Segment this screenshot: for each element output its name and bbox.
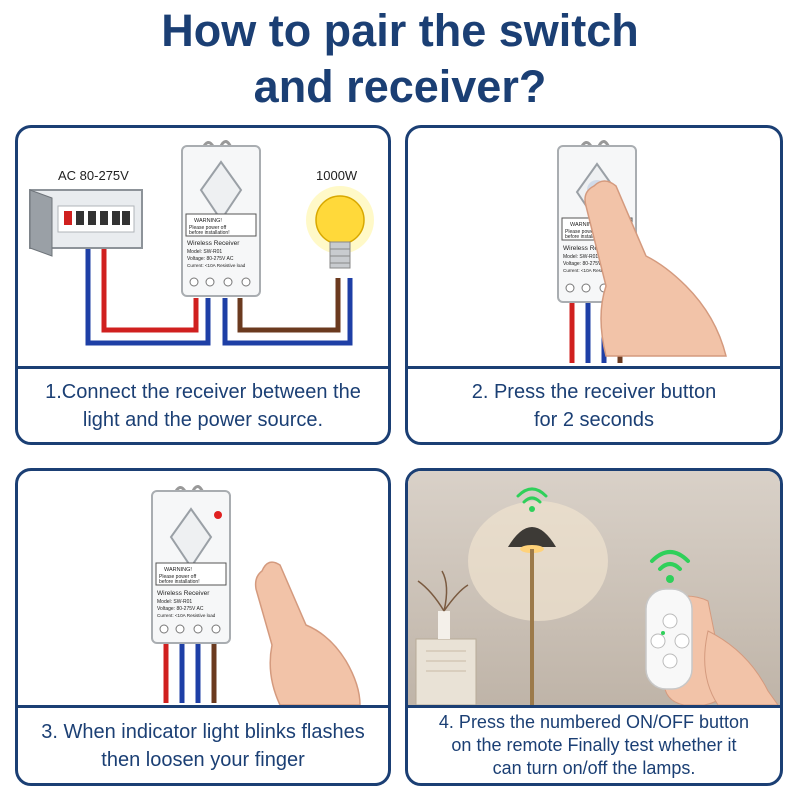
- step-3-illustration: WARNING! Please power off before install…: [151, 485, 361, 705]
- step-1-panel: AC 80-275V WARNING! Please power off bef…: [15, 125, 391, 445]
- svg-text:Current: <10A Resistive load: Current: <10A Resistive load: [187, 263, 246, 268]
- svg-text:Current: <10A Resistive load: Current: <10A Resistive load: [157, 613, 216, 618]
- wiring-diagram: [85, 246, 353, 346]
- svg-text:Model: SW-R01: Model: SW-R01: [563, 254, 598, 260]
- svg-text:WARNING!: WARNING!: [570, 222, 598, 228]
- step-1-caption: 1.Connect the receiver between the light…: [18, 366, 388, 442]
- ac-voltage-label: AC 80-275V: [58, 168, 129, 183]
- svg-text:Current: <10A Resistive load: Current: <10A Resistive load: [563, 268, 622, 273]
- step-4-illustration: [408, 471, 780, 705]
- breaker-box-icon: [29, 189, 143, 257]
- step-2-illustration: WARNING! Please power off before install…: [557, 140, 727, 363]
- svg-text:before installation!: before installation!: [159, 579, 200, 585]
- step-3-caption: 3. When indicator light blinks flashes t…: [18, 705, 388, 783]
- side-table: [415, 570, 477, 705]
- finger-hand-icon: [254, 561, 361, 705]
- wifi-signal-icon: [516, 487, 548, 512]
- lamp-wattage-label: 1000W: [316, 168, 358, 183]
- svg-text:Voltage: 80-275V AC: Voltage: 80-275V AC: [187, 256, 234, 262]
- step-4-caption: 4. Press the numbered ON/OFF button on t…: [408, 705, 780, 783]
- svg-text:Please power off: Please power off: [189, 225, 227, 231]
- svg-text:Wireless Receiver: Wireless Receiver: [157, 590, 210, 597]
- receiver-device: WARNING! Please power off before install…: [181, 140, 261, 297]
- svg-text:Model: SW-R01: Model: SW-R01: [187, 249, 222, 255]
- svg-text:Voltage: 80-275V AC: Voltage: 80-275V AC: [157, 606, 204, 612]
- svg-text:Model: SW-R01: Model: SW-R01: [157, 599, 192, 605]
- indicator-light: [214, 511, 222, 519]
- svg-text:WARNING!: WARNING!: [164, 567, 192, 573]
- step-2-panel: WARNING! Please power off before install…: [405, 125, 783, 445]
- svg-text:before installation!: before installation!: [189, 230, 230, 236]
- step-2-caption: 2. Press the receiver button for 2 secon…: [408, 366, 780, 442]
- svg-text:Wireless Receiver: Wireless Receiver: [563, 245, 616, 252]
- pendant-lamp-icon: [508, 527, 556, 705]
- svg-text:WARNING!: WARNING!: [194, 218, 222, 224]
- svg-text:Wireless Receiver: Wireless Receiver: [187, 240, 240, 247]
- svg-text:Please power off: Please power off: [159, 574, 197, 580]
- receiver-device: WARNING! Please power off before install…: [151, 485, 231, 644]
- finger-hand-icon: [584, 180, 727, 357]
- step-4-panel: 4. Press the numbered ON/OFF button on t…: [405, 468, 783, 786]
- title-line-1: How to pair the switch: [161, 5, 639, 56]
- svg-text:before installation!: before installation!: [565, 234, 606, 240]
- svg-text:Please power off: Please power off: [565, 229, 603, 235]
- wiring: [163, 641, 217, 703]
- wifi-signal-icon: [650, 550, 690, 583]
- svg-text:Voltage: 80-275V AC: Voltage: 80-275V AC: [563, 261, 610, 267]
- remote-control-icon: [645, 588, 779, 705]
- step-3-panel: WARNING! Please power off before install…: [15, 468, 391, 786]
- step-1-illustration: AC 80-275V WARNING! Please power off bef…: [29, 140, 374, 346]
- light-bulb-icon: [306, 186, 374, 269]
- title-line-2: and receiver?: [253, 61, 547, 112]
